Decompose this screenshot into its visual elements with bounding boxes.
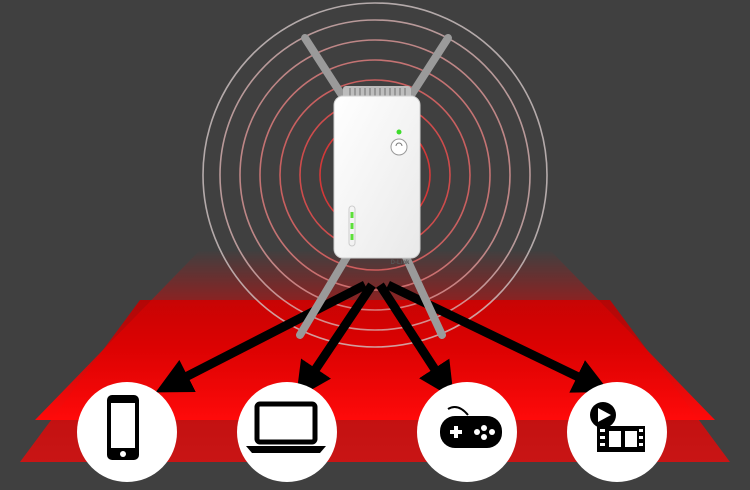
antenna-top-left bbox=[301, 34, 349, 104]
antenna-bottom-right bbox=[401, 251, 446, 339]
gamepad-icon bbox=[440, 406, 502, 448]
signal-led-3 bbox=[350, 234, 354, 240]
antenna-bottom-left bbox=[296, 251, 352, 339]
status-led bbox=[396, 129, 402, 135]
smartphone-icon bbox=[107, 395, 139, 460]
signal-plane-upper bbox=[35, 250, 715, 420]
range-extender-device: D-Link bbox=[296, 34, 452, 339]
wps-button[interactable] bbox=[390, 138, 408, 156]
arrow-to-laptop bbox=[295, 282, 376, 399]
device-body bbox=[333, 95, 421, 259]
client-smartphone bbox=[77, 382, 177, 482]
client-gamepad bbox=[417, 382, 517, 482]
signal-led-2 bbox=[350, 223, 354, 229]
arrow-to-smartphone bbox=[155, 280, 368, 393]
video-film-icon bbox=[590, 402, 645, 452]
client-laptop bbox=[237, 382, 337, 482]
arrow-to-gamepad bbox=[376, 282, 454, 399]
signal-led-1 bbox=[350, 212, 354, 218]
antenna-top-right bbox=[404, 34, 452, 104]
brand-logo: D-Link bbox=[391, 260, 410, 266]
client-video bbox=[567, 382, 667, 482]
laptop-icon bbox=[246, 401, 326, 453]
